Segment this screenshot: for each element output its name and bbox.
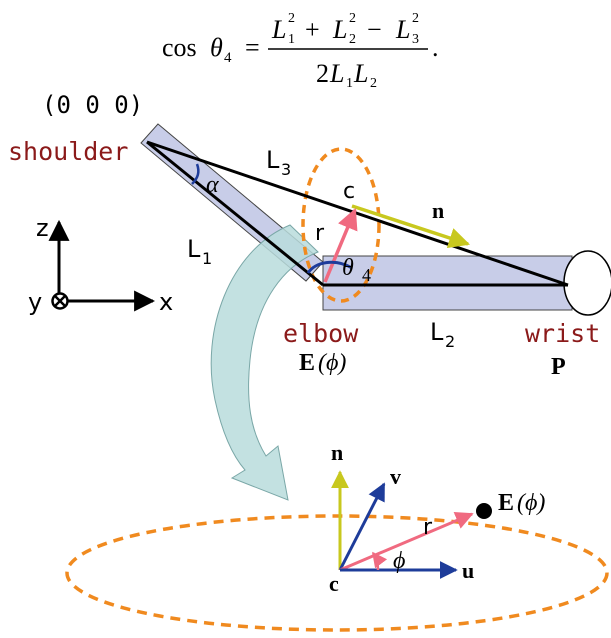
swivel-circle-side-view: [301, 147, 381, 303]
lower-swivel-diagram: n v E (ϕ) r ϕ c u: [65, 440, 609, 632]
L1-upper-arm-line: [146, 140, 324, 287]
lower-E-arg: (ϕ): [517, 490, 545, 516]
y-axis-cross-b: [54, 295, 66, 307]
n-vector-arrow: [351, 204, 470, 249]
numerator-L3: L: [395, 15, 410, 44]
lower-r-label: r: [423, 515, 433, 540]
L2-sub: 2: [445, 332, 455, 351]
phi-angle-arc: [371, 551, 388, 571]
numerator-L2-sup: 2: [349, 11, 356, 26]
equation-cos: cos: [162, 33, 197, 62]
y-axis-label: y: [28, 288, 42, 316]
n-label: n: [432, 198, 444, 223]
equation-equals: =: [245, 33, 260, 62]
forearm-segment: [322, 255, 573, 311]
curved-transition-arrow: [210, 224, 319, 501]
upper-arm-diagram: (0 0 0) shoulder L 3 α L 1 c n r θ 4 elb…: [8, 91, 611, 501]
L3-sub: 3: [281, 160, 291, 179]
numerator-L1: L: [271, 15, 286, 44]
swivel-circle-plane: [65, 514, 609, 632]
elbow-label: elbow: [283, 319, 359, 348]
law-of-cosines-equation: cos θ 4 = L 1 2 + L 2 2 − L 3 2 2 L 1 L …: [162, 11, 439, 91]
lower-E-label: E: [498, 490, 514, 516]
alpha-angle-arc: [191, 163, 200, 185]
numerator-plus: +: [305, 15, 320, 44]
r-vector-arrow: [323, 208, 358, 283]
denominator-L1-sub: 1: [346, 76, 353, 91]
denominator-L1: L: [329, 59, 344, 88]
L1-label: L: [187, 235, 201, 263]
denominator-2: 2: [316, 59, 329, 88]
elbow-E-label: E: [299, 350, 315, 376]
theta4-angle-arc: [306, 260, 353, 274]
hand-ellipse: [563, 250, 611, 316]
v-label: v: [390, 464, 401, 489]
numerator-L3-sub: 3: [412, 32, 419, 47]
equation-theta: θ: [210, 33, 223, 62]
elbow-E-arg: (ϕ): [318, 350, 346, 376]
denominator-L2-sub: 2: [370, 76, 377, 91]
L3-shoulder-wrist-line: [146, 140, 569, 287]
lower-r-vector-arrow: [339, 512, 474, 572]
theta4-sub: 4: [362, 265, 371, 285]
coordinate-axes: z y x: [28, 214, 173, 316]
alpha-label: α: [206, 172, 219, 198]
L2-label: L: [430, 318, 444, 346]
x-axis-label: x: [159, 288, 173, 316]
denominator-L2: L: [353, 59, 368, 88]
shoulder-label: shoulder: [8, 137, 128, 166]
equation-theta-sub: 4: [224, 50, 232, 66]
elbow-point-dot: [476, 503, 492, 519]
phi-label: ϕ: [393, 548, 405, 574]
L1-sub: 1: [202, 249, 212, 268]
c-point-label: c: [343, 179, 355, 204]
theta4-label: θ: [342, 255, 354, 281]
numerator-L1-sup: 2: [288, 11, 295, 26]
v-vector-arrow: [338, 482, 386, 571]
u-label: u: [462, 558, 474, 583]
numerator-L2-sub: 2: [349, 32, 356, 47]
r-label: r: [315, 221, 325, 246]
lower-n-label: n: [331, 440, 343, 465]
L3-label: L: [266, 146, 280, 174]
numerator-L3-sup: 2: [412, 11, 419, 26]
origin-label: (0 0 0): [42, 91, 143, 119]
wrist-P-label: P: [551, 354, 566, 380]
numerator-L1-sub: 1: [288, 32, 295, 47]
equation-period: .: [432, 33, 439, 62]
lower-c-label: c: [329, 571, 339, 596]
z-axis-label: z: [36, 214, 49, 242]
numerator-minus: −: [367, 15, 382, 44]
wrist-label: wrist: [525, 319, 600, 348]
numerator-L2: L: [332, 15, 347, 44]
